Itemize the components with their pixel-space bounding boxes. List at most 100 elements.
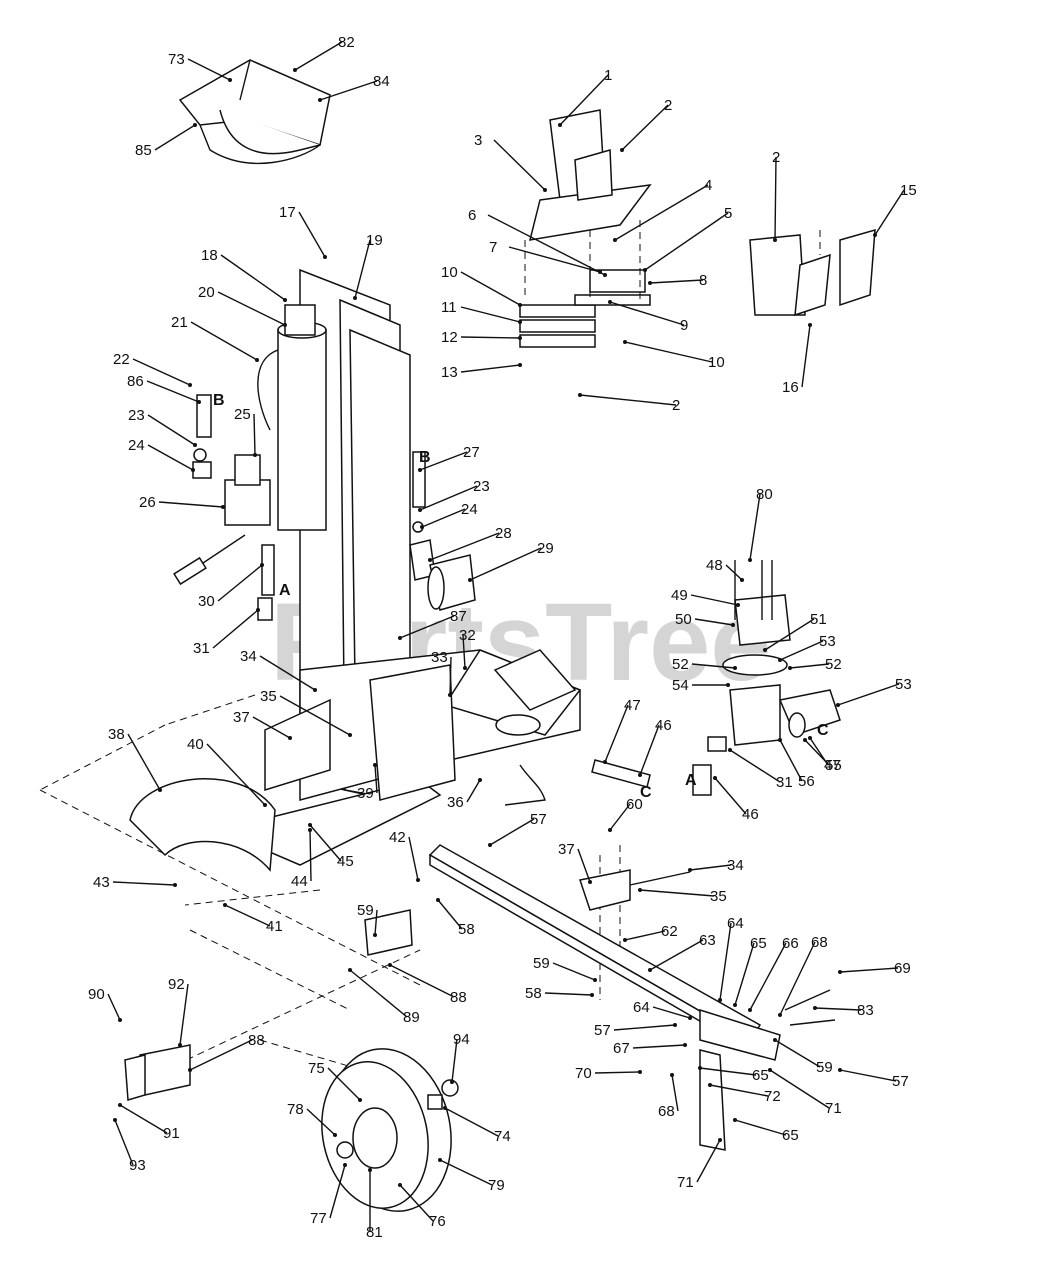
leader-arrowhead — [308, 823, 312, 827]
leader-arrowhead — [648, 281, 652, 285]
leader-arrowhead — [418, 468, 422, 472]
part-number-label: 65 — [750, 935, 767, 952]
leader-arrowhead — [436, 898, 440, 902]
part-number-label: 53 — [819, 633, 836, 650]
part-number-label: 94 — [453, 1031, 470, 1048]
leader-arrowhead — [518, 336, 522, 340]
leader-arrowhead — [223, 903, 227, 907]
leader-arrowhead — [733, 666, 737, 670]
leader-arrowhead — [228, 78, 232, 82]
part-number-label: 34 — [240, 648, 257, 665]
leader-line — [779, 941, 816, 1016]
leader-line — [652, 1006, 691, 1019]
part-number-label: 89 — [403, 1009, 420, 1026]
part-number-label: 36 — [447, 794, 464, 811]
leader-line — [306, 1108, 336, 1136]
leader-line — [389, 964, 455, 998]
leader-arrowhead — [718, 1138, 722, 1142]
leader-arrowhead — [158, 788, 162, 792]
leader-arrowhead — [808, 323, 812, 327]
leader-line — [466, 779, 481, 803]
leader-arrowhead — [448, 693, 452, 697]
part-number-label: 59 — [533, 955, 550, 972]
part-number-label: 12 — [441, 329, 458, 346]
leader-line — [559, 74, 609, 126]
part-number-label: 15 — [900, 182, 917, 199]
leader-arrowhead — [708, 1083, 712, 1087]
leader-line — [107, 993, 121, 1021]
part-number-label: 27 — [463, 444, 480, 461]
leader-line — [190, 321, 258, 361]
leader-arrowhead — [438, 1158, 442, 1162]
leader-line — [460, 336, 521, 339]
leader-arrowhead — [620, 148, 624, 152]
leader-arrowhead — [648, 968, 652, 972]
part-number-label: 93 — [129, 1157, 146, 1174]
leader-line — [579, 394, 677, 406]
part-number-label: 31 — [193, 640, 210, 657]
part-number-label: 37 — [558, 841, 575, 858]
part-number-label: 11 — [441, 299, 457, 316]
base-tank — [259, 649, 582, 866]
leader-line — [774, 1039, 821, 1068]
leader-arrowhead — [368, 1168, 372, 1172]
leader-line — [801, 324, 811, 388]
leader-arrowhead — [373, 933, 377, 937]
part-number-label: 35 — [710, 888, 727, 905]
leader-arrowhead — [683, 1043, 687, 1047]
leader-arrowhead — [808, 736, 812, 740]
leader-arrowhead — [478, 778, 482, 782]
leader-arrowhead — [308, 828, 312, 832]
leader-line — [309, 824, 342, 862]
leader-line — [154, 124, 196, 151]
leader-line — [749, 942, 787, 1011]
leader-line — [224, 904, 271, 927]
leader-arrowhead — [773, 238, 777, 242]
leader-line — [449, 656, 452, 696]
leader-line — [709, 1084, 769, 1097]
leader-line — [212, 609, 259, 649]
leader-arrowhead — [763, 648, 767, 652]
leader-line — [206, 743, 266, 806]
leader-arrowhead — [348, 968, 352, 972]
leader-arrowhead — [343, 1163, 347, 1167]
part-number-label: 1 — [604, 67, 612, 84]
leader-arrowhead — [838, 970, 842, 974]
leader-arrowhead — [578, 393, 582, 397]
part-number-label: 81 — [366, 1224, 383, 1241]
leader-line — [789, 663, 830, 669]
leader-arrowhead — [398, 636, 402, 640]
leader-line — [279, 695, 351, 736]
part-number-label: 75 — [308, 1060, 325, 1077]
leader-line — [552, 962, 596, 981]
leader-line — [508, 246, 601, 273]
part-number-label: 77 — [310, 1210, 327, 1227]
leader-line — [408, 836, 419, 881]
part-number-label: 64 — [727, 915, 744, 932]
leader-arrowhead — [713, 776, 717, 780]
leader-arrowhead — [518, 320, 522, 324]
part-number-label: 73 — [168, 51, 185, 68]
part-number-label: 54 — [672, 677, 689, 694]
leader-arrowhead — [463, 666, 467, 670]
leader-line — [354, 239, 371, 299]
part-number-label: 92 — [168, 976, 185, 993]
tongue-assembly — [428, 844, 836, 1151]
leader-arrowhead — [803, 738, 807, 742]
leader-line — [839, 967, 899, 973]
leader-line — [294, 41, 343, 71]
leader-line — [749, 493, 761, 561]
leader-line — [399, 615, 455, 639]
leader-line — [874, 189, 905, 236]
wedge-assembly — [519, 109, 652, 348]
part-number-label: 31 — [776, 774, 793, 791]
part-number-label: 40 — [187, 736, 204, 753]
part-number-label: 55 — [825, 757, 842, 774]
leader-line — [604, 704, 629, 763]
leader-arrowhead — [603, 760, 607, 764]
leader-line — [252, 716, 291, 739]
part-number-label: 22 — [113, 351, 130, 368]
leader-line — [319, 80, 378, 101]
leader-arrowhead — [670, 1073, 674, 1077]
